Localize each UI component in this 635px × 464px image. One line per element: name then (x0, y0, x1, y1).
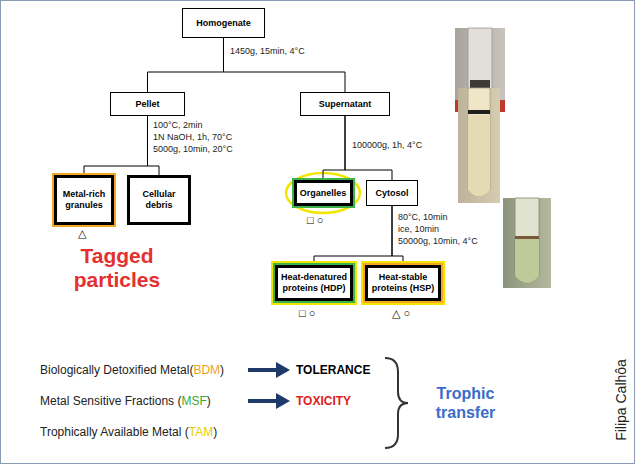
box-text: Homogenate (196, 18, 251, 29)
tube-photo (458, 88, 500, 203)
process-box: Cytosol (366, 180, 418, 206)
row-text: TAM (189, 425, 213, 439)
row-text: BDM (193, 363, 220, 377)
text-row: TOXICITY (296, 393, 351, 409)
row-text: TOXICITY (296, 394, 351, 408)
connector (314, 206, 392, 265)
connector (84, 116, 148, 175)
row-text: Biologically Detoxified Metal( (40, 363, 193, 377)
condition-text: 1N NaOH, 1h, 70°C (153, 132, 232, 143)
symbol: □ ○ (307, 214, 323, 227)
row-text: ) (220, 363, 224, 377)
symbol: □ ○ (299, 307, 315, 320)
fraction-box: Heat-denatured proteins (HDP) (275, 265, 353, 301)
box-text: Pellet (135, 99, 159, 110)
process-box: Supernatant (300, 92, 390, 116)
connector (323, 116, 345, 180)
box-text: Metal-rich granules (59, 189, 109, 211)
fraction-box: Metal-rich granules (54, 175, 114, 225)
condition-text: 5000g, 10min, 20°C (153, 144, 233, 155)
connector (224, 38, 346, 92)
condition-text: 1450g, 15min, 4°C (230, 46, 305, 57)
text-row: Trophically Available Metal (TAM) (40, 424, 217, 440)
process-box: Homogenate (182, 8, 265, 38)
fraction-box: Heat-stable proteins (HSP) (365, 265, 441, 301)
fraction-box: Cellular debris (127, 175, 191, 225)
condition-text: 100000g, 1h, 4°C (352, 140, 422, 151)
box-text: Cellular debris (132, 189, 186, 211)
box-text: Supernatant (319, 99, 372, 110)
row-text: TOLERANCE (296, 363, 370, 377)
condition-text: ice, 10min (398, 224, 439, 235)
row-text: MSF (181, 394, 206, 408)
row-text: ) (207, 394, 211, 408)
box-text: Cytosol (375, 188, 408, 199)
text-row: Metal Sensitive Fractions (MSF) (40, 393, 211, 409)
tube-photo (503, 198, 551, 288)
row-text: ) (213, 425, 217, 439)
title-text: Tagged particles (62, 244, 172, 292)
box-text: Heat-stable proteins (HSP) (370, 272, 436, 294)
text-row: Biologically Detoxified Metal(BDM) (40, 362, 224, 378)
condition-text: 50000g, 10min, 4°C (398, 236, 478, 247)
symbol: △ ○ (392, 307, 410, 320)
box-text: Heat-denatured proteins (HDP) (280, 272, 348, 294)
row-text: Metal Sensitive Fractions ( (40, 394, 181, 408)
condition-text: 80°C, 10min (398, 212, 448, 223)
condition-text: 100°C, 2min (153, 120, 203, 131)
arrow-symbol (248, 362, 290, 378)
watermark: Filipa Calhôa (613, 359, 629, 441)
symbol: △ (78, 227, 86, 240)
text-row: TOLERANCE (296, 362, 370, 378)
box-text: Organelles (300, 188, 347, 199)
note-text: Trophic transfer (418, 384, 513, 422)
connector (148, 38, 224, 92)
fraction-box: Organelles (294, 180, 353, 206)
row-text: Trophically Available Metal ( (40, 425, 189, 439)
process-box: Pellet (110, 92, 185, 116)
brace (385, 358, 408, 448)
arrow-symbol (248, 393, 290, 409)
